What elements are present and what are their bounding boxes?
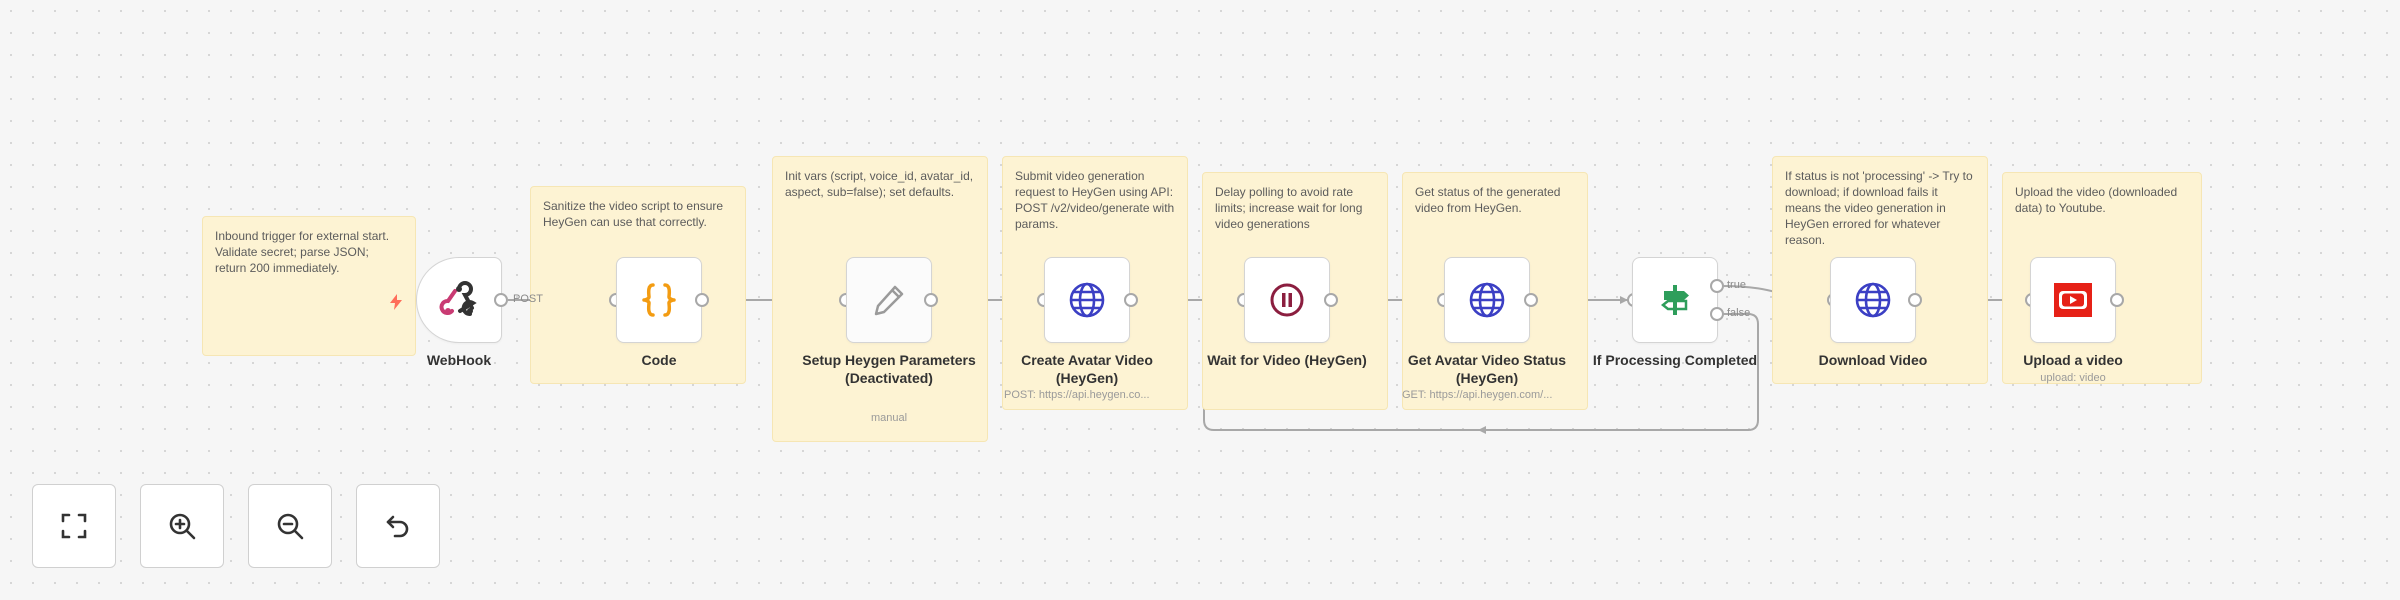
edge-label-false: false [1727,307,1751,319]
output-handle-wait[interactable] [1324,293,1338,307]
node-subtitle-create: POST: https://api.heygen.co... [1004,389,1150,401]
node-if-processing-completed[interactable] [1632,257,1718,343]
globe-icon [1469,282,1505,318]
undo-icon [386,515,409,538]
sticky-note-text: Inbound trigger for external start. Vali… [215,229,390,275]
fit-view-icon [61,513,87,539]
output-handle-create[interactable] [1124,293,1138,307]
node-subtitle-setup: manual [870,412,908,424]
node-download-video[interactable] [1830,257,1916,343]
zoom-out-button[interactable] [248,484,332,568]
node-create-avatar-video[interactable] [1044,257,1130,343]
node-label-wait: Wait for Video (HeyGen) [1207,352,1367,368]
sticky-note-text: Upload the video (downloaded data) to Yo… [2015,185,2178,215]
output-handle-download[interactable] [1908,293,1922,307]
node-label-status: Get Avatar Video Status (HeyGen) [1407,352,1567,386]
webhook-icon [439,281,477,316]
sticky-note-text: If status is not 'processing' -> Try to … [1785,169,1973,247]
node-upload-video[interactable] [2030,257,2116,343]
node-get-video-status[interactable] [1444,257,1530,343]
code-braces-icon [642,283,676,317]
sticky-note-text: Delay polling to avoid rate limits; incr… [1215,185,1363,231]
node-code[interactable] [616,257,702,343]
node-setup-parameters[interactable] [846,257,932,343]
node-label-create: Create Avatar Video (HeyGen) [1021,352,1153,386]
node-label-setup: Setup Heygen Parameters (Deactivated) [802,352,976,386]
node-label-download: Download Video [1818,352,1928,368]
zoom-in-icon [169,513,196,540]
pause-icon [1270,283,1304,317]
edge-label-true: true [1727,279,1746,291]
output-handle-false[interactable] [1710,307,1724,321]
sticky-note-text: Sanitize the video script to ensure HeyG… [543,199,724,229]
output-handle-code[interactable] [695,293,709,307]
sticky-note-text: Init vars (script, voice_id, avatar_id, … [785,169,974,199]
node-wait-for-video[interactable] [1244,257,1330,343]
output-handle-setup[interactable] [924,293,938,307]
lightning-icon [390,294,402,310]
sticky-note-webhook[interactable]: Inbound trigger for external start. Vali… [202,216,416,356]
sticky-note-text: Submit video generation request to HeyGe… [1015,169,1175,231]
edge-label-post: POST [513,293,543,305]
signpost-icon [1660,285,1689,315]
output-handle-status[interactable] [1524,293,1538,307]
node-subtitle-upload: upload: video [2040,372,2106,384]
globe-icon [1855,282,1891,318]
node-label-if: If Processing Completed [1592,352,1758,368]
globe-icon [1069,282,1105,318]
pencil-icon [874,285,904,316]
youtube-icon [2054,283,2092,317]
zoom-out-icon [277,513,304,540]
sticky-note-status[interactable]: Get status of the generated video from H… [1402,172,1588,410]
node-label-webhook: WebHook [426,352,492,368]
sticky-note-text: Get status of the generated video from H… [1415,185,1561,215]
fit-view-button[interactable] [32,484,116,568]
output-handle-true[interactable] [1710,279,1724,293]
zoom-in-button[interactable] [140,484,224,568]
output-handle-upload[interactable] [2110,293,2124,307]
reset-zoom-button[interactable] [356,484,440,568]
node-subtitle-status: GET: https://api.heygen.com/... [1402,389,1553,401]
node-label-code: Code [641,352,677,368]
output-handle-webhook[interactable] [494,293,508,307]
node-webhook[interactable] [416,257,502,343]
node-label-upload: Upload a video [2023,352,2123,368]
